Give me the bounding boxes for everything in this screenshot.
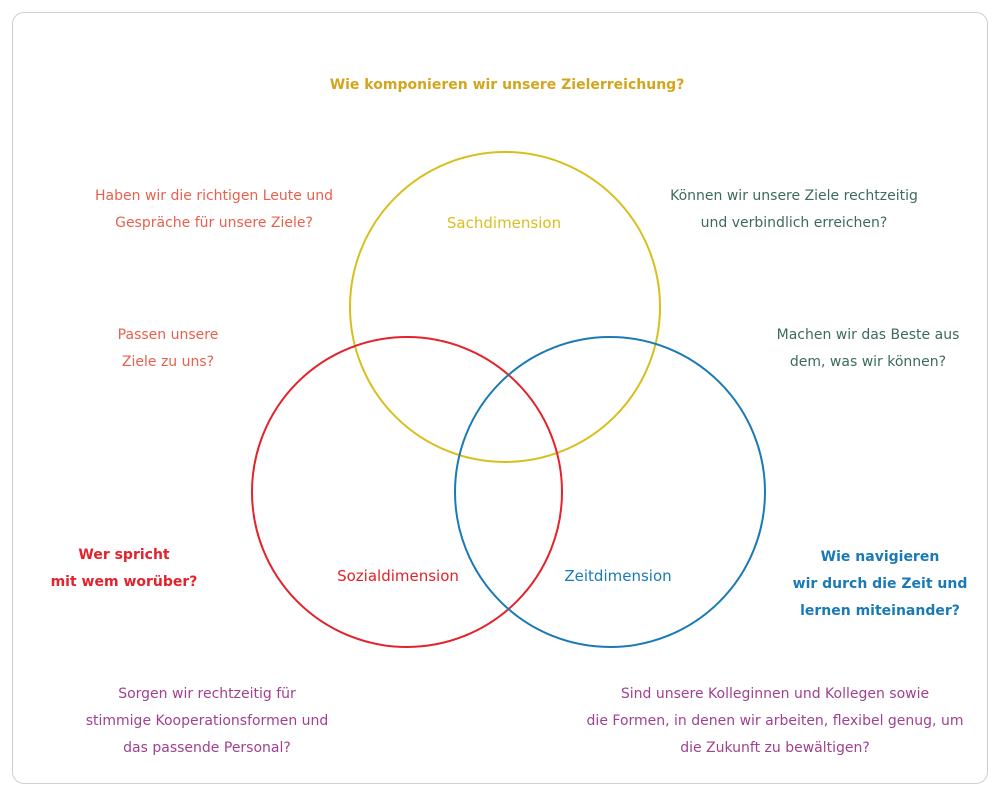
question-bottom-left: Sorgen wir rechtzeitig für stimmige Koop… bbox=[85, 686, 329, 756]
question-mid-right: Machen wir das Beste aus dem, was wir kö… bbox=[776, 327, 960, 370]
sachdimension-label: Sachdimension bbox=[446, 214, 562, 232]
sachdimension-circle bbox=[349, 151, 661, 463]
question-top-left: Haben wir die richtigen Leute und Gesprä… bbox=[95, 188, 333, 231]
zeitdimension-circle bbox=[454, 336, 766, 648]
diagram-title: Wie komponieren wir unsere Zielerreichun… bbox=[329, 77, 685, 93]
zeitdimension-label: Zeitdimension bbox=[564, 567, 672, 585]
diagram-frame bbox=[12, 12, 988, 784]
sozialdimension-label: Sozialdimension bbox=[337, 567, 459, 585]
question-mid-left: Passen unsere Ziele zu uns? bbox=[117, 327, 219, 370]
question-sozial: Wer spricht mit wem worüber? bbox=[50, 547, 198, 590]
sozialdimension-circle bbox=[251, 336, 563, 648]
question-zeit: Wie navigieren wir durch die Zeit und le… bbox=[792, 549, 968, 619]
question-bottom-right: Sind unsere Kolleginnen und Kollegen sow… bbox=[586, 686, 964, 756]
question-top-right: Können wir unsere Ziele rechtzeitig und … bbox=[670, 188, 918, 231]
